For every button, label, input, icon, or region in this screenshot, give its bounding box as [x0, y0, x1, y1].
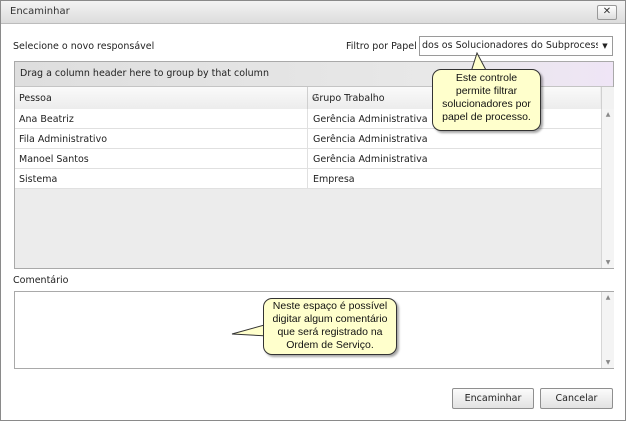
callout-line: papel de processo. [442, 111, 531, 123]
row-group: Empresa [313, 174, 355, 185]
select-responsible-label: Selecione o novo responsável [13, 41, 155, 52]
scroll-up-icon[interactable]: ▲ [605, 111, 611, 118]
column-header-label: Pessoa [19, 93, 52, 104]
callout-line: que será registrado na [277, 326, 383, 338]
row-person: Ana Beatriz [19, 114, 74, 125]
chevron-down-icon[interactable]: ▼ [598, 37, 612, 55]
callout-line: digitar algum comentário [272, 313, 388, 325]
table-row[interactable]: Manoel Santos Gerência Administrativa [15, 149, 601, 169]
row-person: Sistema [19, 174, 58, 185]
scroll-down-icon[interactable]: ▼ [605, 359, 611, 366]
group-by-hint: Drag a column header here to group by th… [20, 68, 269, 79]
table-row[interactable]: Sistema Empresa [15, 169, 601, 189]
row-group: Gerência Administrativa [313, 154, 428, 165]
cancel-button[interactable]: Cancelar [540, 388, 613, 409]
grid-scrollbar[interactable]: ▲ ▼ [601, 109, 614, 268]
table-row[interactable]: Fila Administrativo Gerência Administrat… [15, 129, 601, 149]
dialog-title: Encaminhar [10, 6, 70, 17]
callout-line: Ordem de Serviço. [286, 339, 374, 351]
comment-label: Comentário [13, 275, 69, 286]
column-header-label: Grupo Trabalho [312, 93, 385, 104]
forward-button[interactable]: Encaminhar [452, 388, 534, 409]
callout-line: Este controle [455, 72, 518, 84]
filter-callout: Este controle permite filtrar solucionad… [432, 69, 541, 131]
row-group: Gerência Administrativa [313, 134, 428, 145]
filter-icon[interactable]: ⚲ [312, 93, 318, 102]
title-bar: Encaminhar ✕ [1, 1, 625, 24]
comment-scrollbar[interactable]: ▲ ▼ [601, 292, 614, 368]
role-filter-select[interactable]: dos os Solucionadores do Subprocesso ▼ [419, 36, 613, 56]
row-person: Manoel Santos [19, 154, 89, 165]
row-person: Fila Administrativo [19, 134, 108, 145]
callout-line: permite filtrar [455, 85, 518, 97]
callout-line: Neste espaço é possível [272, 300, 388, 312]
filter-by-role-label: Filtro por Papel [346, 41, 417, 52]
role-filter-value: dos os Solucionadores do Subprocesso [422, 40, 607, 51]
comment-callout: Neste espaço é possível digitar algum co… [263, 298, 397, 355]
callout-line: solucionadores por [442, 98, 531, 110]
header-scroll-corner [601, 87, 614, 109]
scroll-up-icon[interactable]: ▲ [605, 294, 611, 301]
row-group: Gerência Administrativa [313, 114, 428, 125]
scroll-down-icon[interactable]: ▼ [605, 259, 611, 266]
close-icon[interactable]: ✕ [597, 5, 617, 20]
column-header-pessoa[interactable]: Pessoa [15, 87, 308, 110]
